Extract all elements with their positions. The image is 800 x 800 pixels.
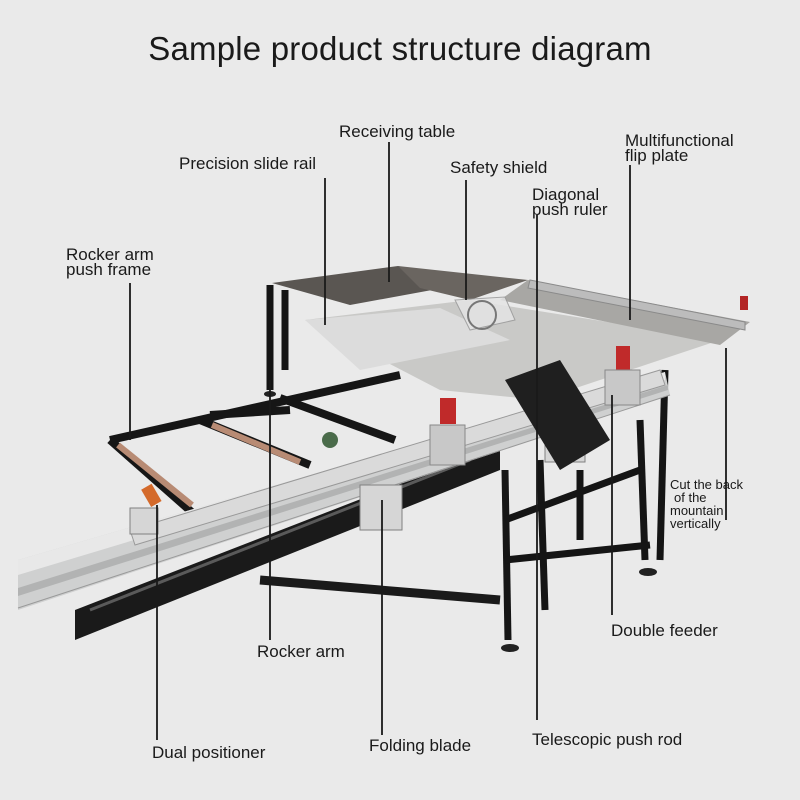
page-title: Sample product structure diagram xyxy=(148,30,652,67)
label-dual-positioner: Dual positioner xyxy=(152,743,266,762)
push-frame-rollers xyxy=(116,422,302,508)
label-cut-the-back: Cut the back of the mountain vertically xyxy=(670,477,743,531)
label-rocker-arm: Rocker arm xyxy=(257,642,345,661)
flip-plate-handle xyxy=(740,296,748,310)
saw-blade xyxy=(467,300,497,330)
label-telescopic-push-rod: Telescopic push rod xyxy=(532,730,683,749)
label-diagonal-push-ruler: Diagonal push ruler xyxy=(532,185,608,219)
flip-plate-fence xyxy=(527,279,746,331)
label-safety-shield: Safety shield xyxy=(450,158,548,177)
main-table-aluminium xyxy=(305,308,510,370)
receiving-table-right xyxy=(398,266,528,300)
label-precision-slide-rail: Precision slide rail xyxy=(179,154,316,173)
positioner-handle xyxy=(141,483,162,508)
label-rocker-arm-push-frame: Rocker arm push frame xyxy=(66,245,154,279)
right-extension-table xyxy=(500,280,750,345)
label-multifunctional-flip-plate: Multifunctional flip plate xyxy=(625,131,734,165)
label-folding-blade: Folding blade xyxy=(369,736,472,755)
leader-lines xyxy=(129,142,727,740)
double-feeder-clamps xyxy=(429,346,641,466)
feet xyxy=(264,391,657,652)
rocker-arm-diagonal xyxy=(259,575,501,605)
label-receiving-table: Receiving table xyxy=(339,122,456,141)
table-frame xyxy=(266,285,669,641)
label-double-feeder: Double feeder xyxy=(611,621,718,640)
saw-body xyxy=(505,360,610,470)
